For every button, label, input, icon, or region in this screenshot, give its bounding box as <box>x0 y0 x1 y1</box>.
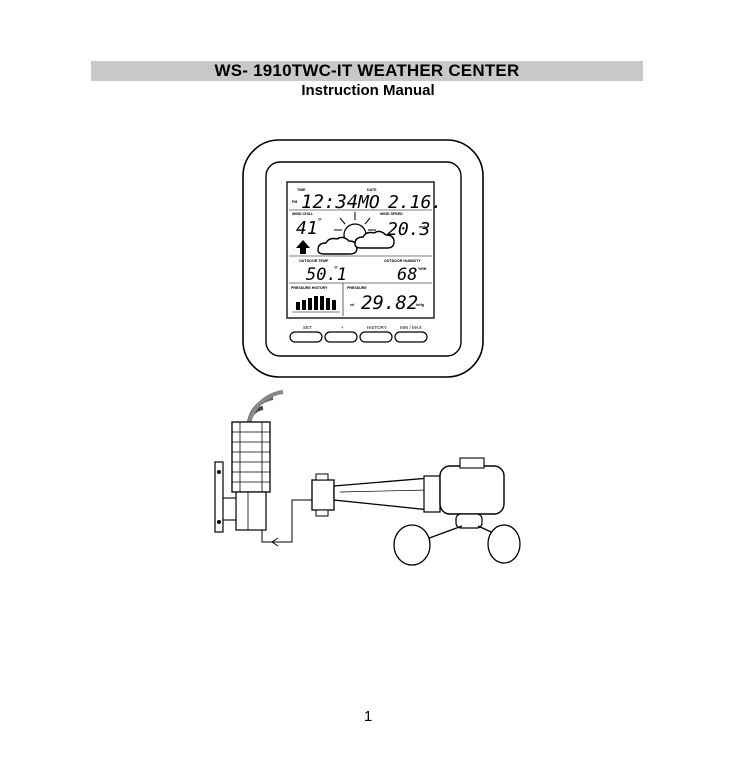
outdoor-humidity-unit: %RH <box>418 267 427 271</box>
title-bar: WS- 1910TWC-IT WEATHER CENTER <box>91 61 643 81</box>
time-value: 12:34 <box>301 191 358 213</box>
pressure-rel-label: rel <box>350 303 354 307</box>
set-button[interactable] <box>289 331 323 343</box>
history-button-label: HISTORY <box>367 325 387 330</box>
document-title: WS- 1910TWC-IT WEATHER CENTER <box>214 61 520 80</box>
time-label: TIME <box>297 188 306 192</box>
date-value: 2.16. <box>388 192 442 213</box>
pressure-history-bars <box>296 296 336 310</box>
sun-cloud-weather-icon <box>317 212 395 255</box>
wireless-signal-icon <box>246 390 284 425</box>
pressure-value: 29.82 <box>361 292 418 314</box>
outdoor-temp-label: OUTDOOR TEMP <box>299 259 329 263</box>
display-unit: TIME PM 12:34 DATE MO 2.16. WIND CHILL 4… <box>242 139 484 378</box>
date-day: MO <box>357 192 380 213</box>
outdoor-temp-value: 50.1 <box>306 265 347 285</box>
anemometer <box>311 457 521 566</box>
pm-indicator: PM <box>292 200 297 204</box>
minmax-button-label: MIN / MAX <box>400 325 422 330</box>
wind-chill-label: WIND CHILL <box>292 212 314 216</box>
document-subtitle: Instruction Manual <box>301 82 435 99</box>
wind-chill-unit: °F <box>318 218 322 222</box>
trend-up-arrow-icon <box>296 240 310 254</box>
minmax-button[interactable] <box>394 331 428 343</box>
pressure-history-label: PRESSURE HISTORY <box>291 286 328 290</box>
pressure-unit: inHg <box>416 303 424 307</box>
outdoor-temp-unit: °F <box>334 266 338 270</box>
plus-button[interactable] <box>324 331 358 343</box>
wind-speed-unit: mph <box>419 225 427 229</box>
thermo-hygro-sensor <box>214 390 314 547</box>
outdoor-humidity-label: OUTDOOR HUMIDITY <box>384 259 421 263</box>
history-button[interactable] <box>359 331 393 343</box>
wind-speed-label: WIND SPEED <box>380 212 403 216</box>
wind-speed-value: 20.3 <box>387 219 430 240</box>
outdoor-humidity-value: 68 <box>397 265 417 285</box>
pressure-label: PRESSURE <box>347 286 367 290</box>
page-number: 1 <box>363 708 373 725</box>
set-button-label: SET <box>303 325 312 330</box>
plus-button-label: + <box>341 325 344 330</box>
wind-chill-value: 41 <box>296 218 318 239</box>
date-label: DATE <box>367 188 377 192</box>
